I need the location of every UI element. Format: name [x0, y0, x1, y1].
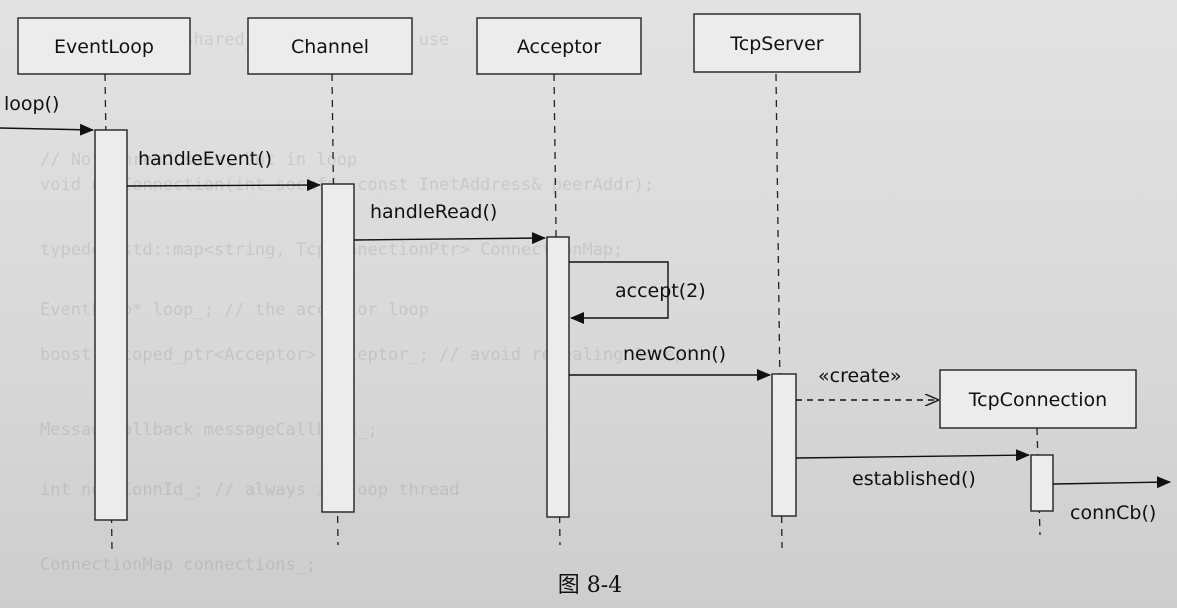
- participant-label: Channel: [291, 36, 369, 58]
- activation-eventloop: [94, 129, 128, 521]
- figure-caption: 图 8-4: [558, 573, 622, 598]
- activation-tcpconnection: [1030, 454, 1054, 512]
- message-established-label: established(): [852, 468, 976, 490]
- message-newconn-label: newConn(): [623, 343, 726, 365]
- message-loop-label: loop(): [4, 93, 59, 115]
- activation-acceptor: [546, 236, 570, 518]
- message-conncb-label: connCb(): [1070, 502, 1156, 524]
- message-established-arrow: [795, 449, 1030, 462]
- participant-label: Acceptor: [517, 36, 601, 58]
- message-create-label: «create»: [818, 365, 902, 387]
- participant-acceptor: Acceptor: [476, 17, 642, 75]
- participant-tcpserver: TcpServer: [693, 13, 861, 73]
- message-handleread-label: handleRead(): [370, 201, 497, 223]
- participant-label: EventLoop: [54, 36, 154, 58]
- message-handleevent-arrow: [126, 179, 321, 192]
- participant-label: TcpConnection: [968, 389, 1107, 411]
- message-accept-label: accept(2): [615, 280, 706, 302]
- participant-label: TcpServer: [729, 33, 823, 55]
- activation-channel: [321, 183, 355, 513]
- participant-eventloop: EventLoop: [17, 17, 191, 75]
- message-handleevent-label: handleEvent(): [138, 148, 272, 170]
- participant-tcpconnection: TcpConnection: [939, 369, 1137, 429]
- message-conncb-arrow: [1052, 476, 1171, 489]
- participant-channel: Channel: [247, 17, 413, 75]
- message-handleread-arrow: [353, 232, 546, 245]
- message-loop-arrow: [0, 123, 94, 136]
- activation-tcpserver: [771, 373, 797, 517]
- message-accept-arrow: [569, 261, 669, 324]
